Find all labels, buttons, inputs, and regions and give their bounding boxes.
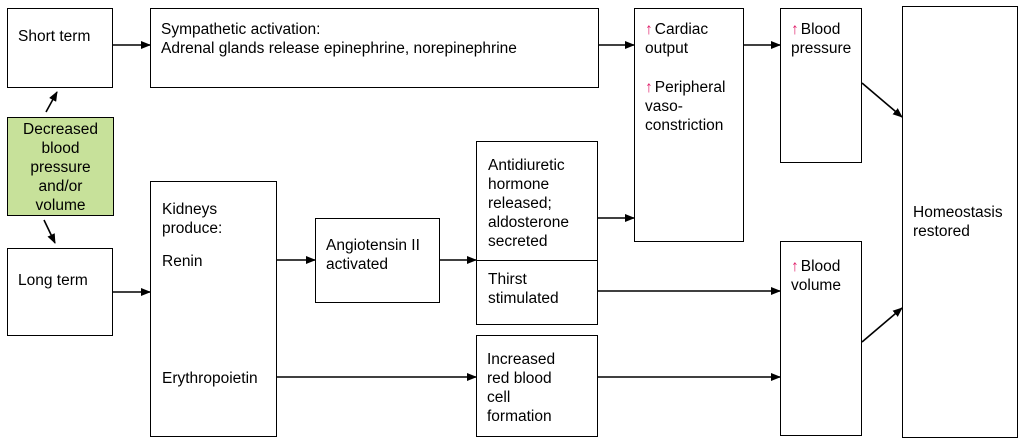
arrow-bp-to-homeostasis — [861, 82, 903, 118]
angiotensin-box: Angiotensin II activated — [315, 218, 440, 303]
homeostasis-line-2: restored — [913, 223, 970, 240]
homeostasis-box: Homeostasis restored — [902, 6, 1018, 438]
arrow-volume-to-homeostasis — [861, 307, 903, 343]
adh-thirst-box: Antidiuretic hormone released; aldostero… — [476, 141, 598, 325]
peripheral-line-3: constriction — [645, 117, 724, 134]
renin-label: Renin — [162, 253, 203, 270]
decreased-line-5: volume — [35, 197, 86, 214]
thirst-line-2: stimulated — [488, 290, 559, 307]
blood-pressure-line-2: pressure — [791, 40, 852, 57]
cardiac-line-1: ↑Cardiac — [645, 21, 709, 38]
decreased-line-4: and/or — [38, 178, 83, 195]
red-blood-line-1: Increased — [487, 351, 556, 368]
erythropoietin-label: Erythropoietin — [162, 370, 258, 387]
red-blood-line-2: red blood — [487, 370, 552, 387]
decreased-bp-box: Decreased blood pressure and/or volume — [7, 117, 114, 216]
kidneys-box: Kidneys produce: Renin Erythropoietin — [150, 181, 277, 437]
adh-line-2: hormone — [488, 176, 550, 193]
increase-arrow-icon: ↑ — [645, 79, 653, 96]
blood-pressure-box: ↑Blood pressure — [780, 8, 862, 163]
long-term-label: Long term — [18, 272, 88, 289]
blood-volume-line-2: volume — [791, 277, 841, 294]
blood-volume-line-1: ↑Blood — [791, 258, 841, 275]
adh-section: Antidiuretic hormone released; aldostero… — [488, 156, 569, 251]
adh-line-5: secreted — [488, 233, 548, 250]
arrow-decreased-to-short — [45, 91, 58, 113]
increase-arrow-icon: ↑ — [645, 21, 653, 38]
red-blood-line-3: cell — [487, 389, 511, 406]
increase-arrow-icon: ↑ — [791, 21, 799, 38]
increase-arrow-icon: ↑ — [791, 258, 799, 275]
sympathetic-box: Sympathetic activation: Adrenal glands r… — [150, 8, 599, 88]
adh-line-1: Antidiuretic — [488, 157, 565, 174]
homeostasis-line-1: Homeostasis — [913, 204, 1003, 221]
red-blood-line-4: formation — [487, 408, 552, 425]
cardiac-box: ↑Cardiac output ↑Peripheral vaso- constr… — [634, 8, 744, 242]
thirst-section: Thirst stimulated — [488, 270, 559, 308]
adh-line-3: released; — [488, 195, 552, 212]
cardiac-line-2: output — [645, 40, 689, 57]
kidneys-title-1: Kidneys — [162, 201, 218, 218]
decreased-line-3: pressure — [30, 159, 91, 176]
peripheral-line-2: vaso- — [645, 98, 683, 115]
sympathetic-line-1: Sympathetic activation: — [161, 21, 321, 38]
kidneys-title-2: produce: — [162, 220, 223, 237]
long-term-box: Long term — [7, 248, 113, 336]
blood-volume-box: ↑Blood volume — [780, 241, 862, 436]
red-blood-box: Increased red blood cell formation — [476, 335, 598, 437]
angiotensin-line-1: Angiotensin II — [326, 237, 420, 254]
short-term-box: Short term — [7, 8, 113, 88]
arrow-decreased-to-long — [43, 219, 56, 244]
adh-thirst-divider — [477, 260, 597, 261]
thirst-line-1: Thirst — [488, 271, 527, 288]
sympathetic-line-2: Adrenal glands release epinephrine, nore… — [161, 40, 517, 57]
decreased-line-1: Decreased — [23, 121, 98, 138]
decreased-line-2: blood — [41, 140, 80, 157]
blood-pressure-line-1: ↑Blood — [791, 21, 841, 38]
short-term-label: Short term — [18, 28, 91, 45]
peripheral-line-1: ↑Peripheral — [645, 79, 726, 96]
angiotensin-line-2: activated — [326, 256, 389, 273]
adh-line-4: aldosterone — [488, 214, 570, 231]
